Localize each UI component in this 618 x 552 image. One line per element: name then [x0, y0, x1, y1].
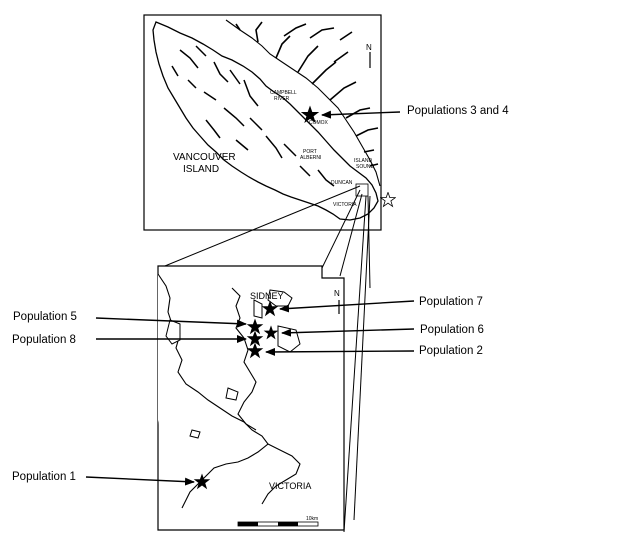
saanich-peninsula-outline: [158, 274, 338, 508]
town-alberni-label: ALBERNI: [300, 155, 321, 161]
arrow-populations-3-4: [321, 110, 401, 119]
overview-north-arrow: N: [366, 43, 372, 68]
town-victoria-small-label: VICTORIA: [333, 202, 357, 208]
inset-region-box: [355, 183, 369, 197]
island-shape-6: [165, 319, 181, 345]
label-populations-3-4: Populations 3 and 4: [407, 105, 509, 117]
label-population-7: Population 7: [419, 296, 483, 308]
scale-bar: 10km: [237, 516, 319, 527]
island-rivers: [171, 45, 335, 187]
sidney-label: SIDNEY: [250, 291, 284, 301]
arrow-population-1: [85, 476, 195, 486]
island-label-line2: ISLAND: [183, 164, 219, 175]
town-campbell-label: CAMPBELL: [270, 90, 297, 96]
inset-north-arrow: N: [334, 289, 340, 314]
town-comox-label: COMOX: [309, 120, 329, 126]
overview-north-label: N: [366, 43, 372, 52]
arrow-population-5: [95, 317, 247, 328]
town-river-label: RIVER: [274, 96, 290, 102]
victoria-label: VICTORIA: [269, 481, 311, 491]
island-shape-3: [225, 387, 239, 401]
label-population-1: Population 1: [12, 471, 76, 483]
inset-connectors: [159, 185, 371, 533]
town-island-label: ISLAND: [354, 158, 372, 164]
scale-bar-label: 10km: [306, 516, 318, 522]
island-shape-5: [253, 299, 263, 319]
vancouver-island-outline: [152, 21, 379, 221]
inset-north-label: N: [334, 289, 340, 298]
outline-star-marker: [380, 192, 396, 207]
arrow-population-2: [265, 347, 415, 356]
mainland-inlets: [235, 21, 379, 167]
arrow-population-6: [281, 328, 415, 337]
island-shape-4: [189, 429, 201, 439]
arrow-population-7: [279, 300, 415, 313]
town-port-label: PORT: [303, 149, 317, 155]
island-label-line1: VANCOUVER: [173, 152, 236, 163]
label-population-6: Population 6: [420, 324, 484, 336]
label-population-2: Population 2: [419, 345, 483, 357]
population-arrows: [85, 110, 415, 486]
overview-map: N VANCOUVER ISLAND CAMPBELL RIVER COMOX …: [143, 14, 396, 231]
inset-coast-south: [261, 443, 301, 505]
town-duncan-label: DUNCAN: [331, 180, 353, 186]
inset-map: N 10km SIDNEY VICTORIA: [157, 265, 345, 531]
label-population-5: Population 5: [13, 311, 77, 323]
inset-coastline-east: [231, 287, 257, 431]
label-population-8: Population 8: [12, 334, 76, 346]
town-sound-label: SOUND: [356, 164, 374, 170]
mainland-coast: [225, 19, 381, 187]
